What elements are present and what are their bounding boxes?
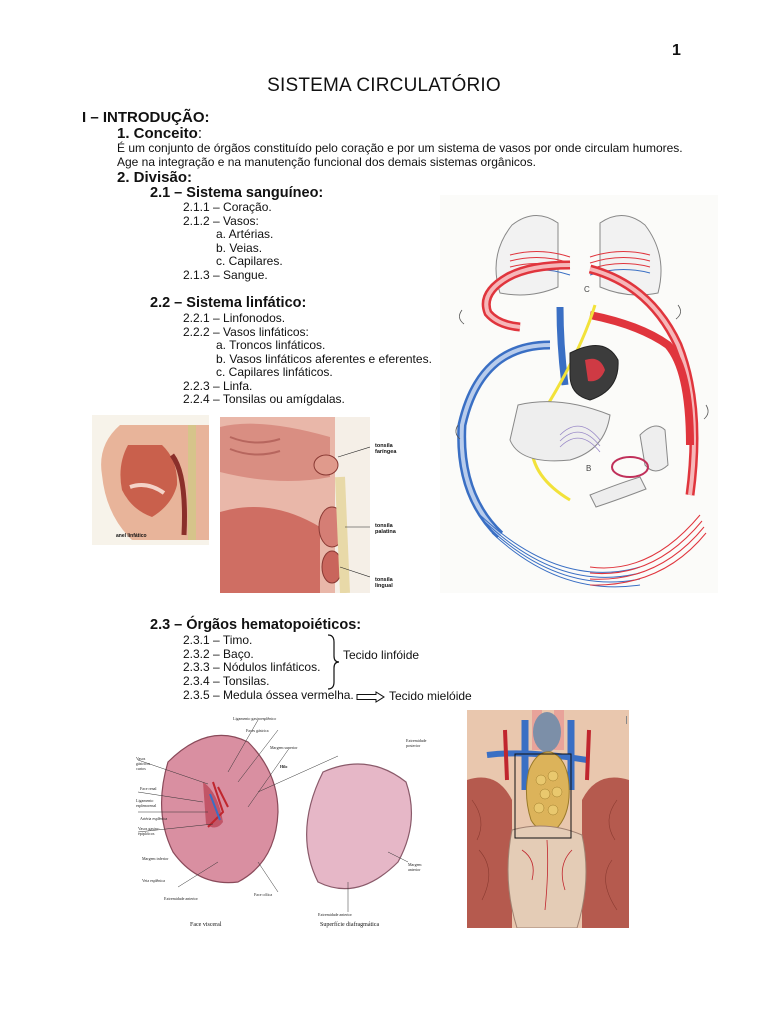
head-section-figure: anel linfático: [92, 415, 209, 545]
concept-paragraph: É um conjunto de órgãos constituído pelo…: [117, 141, 717, 169]
spleen-label: Artéria esplênica: [140, 816, 168, 821]
sanguineo-heading: 2.1 – Sistema sanguíneo:: [150, 185, 324, 201]
circulation-diagram: C B: [440, 195, 718, 593]
tonsils-figure: [220, 417, 370, 593]
spleen-label: Margem anterior: [408, 862, 422, 872]
concept-heading-text: 1. Conceito: [117, 125, 198, 142]
sanguineo-item: 2.1.3 – Sangue.: [183, 268, 268, 282]
spleen-figure: Ligamento gastroesplênico Faces gástrica…: [128, 712, 430, 934]
label-palatina-1: tonsila: [375, 523, 393, 529]
right-arrow-icon: [356, 691, 385, 703]
spleen-label: Face renal: [140, 786, 157, 791]
intro-heading: I – INTRODUÇÃO:: [82, 109, 210, 126]
hemato-item: 2.3.1 – Timo.: [183, 633, 253, 647]
label-lingual-1: tonsila: [375, 577, 393, 583]
circulation-svg: C B: [455, 215, 709, 588]
sanguineo-item: a. Artérias.: [216, 227, 274, 241]
sanguineo-item: 2.1.2 – Vasos:: [183, 214, 259, 228]
spleen-caption-left: Face visceral: [190, 922, 222, 928]
spleen-label: Extremidade anterior: [164, 896, 198, 901]
sanguineo-item: 2.1.1 – Coração.: [183, 200, 272, 214]
linfatico-item: 2.2.2 – Vasos linfáticos:: [183, 325, 309, 339]
spleen-label: Extremidade posterior: [406, 738, 427, 748]
linfatico-item: a. Troncos linfáticos.: [216, 338, 326, 352]
spleen-label: Veia esplênica: [142, 878, 165, 883]
figure-tick: [626, 716, 627, 724]
spleen-label: Margem inferior: [142, 856, 169, 861]
linfatico-item: 2.2.3 – Linfa.: [183, 379, 253, 393]
page-number: 1: [672, 42, 681, 59]
head-section-svg: [101, 425, 209, 540]
label-lingual-2: lingual: [375, 583, 393, 589]
concept-line-1: É um conjunto de órgãos constituído pelo…: [117, 141, 683, 155]
linfatico-item: c. Capilares linfáticos.: [216, 365, 333, 379]
hemato-heading: 2.3 – Órgãos hematopoiéticos:: [150, 617, 362, 633]
spleen-label: Hilo: [280, 764, 288, 769]
thymus-svg: [467, 710, 629, 928]
spleen-label: Ligamento esplenorenal: [136, 798, 157, 808]
tecido-linfoide-label: Tecido linfóide: [343, 648, 420, 662]
spleen-label: Extremidade anterior: [318, 912, 352, 917]
label-palatina-2: palatina: [375, 529, 396, 535]
label-anel-linfatico: anel linfático: [116, 533, 147, 539]
hemato-item: 2.3.4 – Tonsilas.: [183, 674, 270, 688]
thymus-figure: [467, 710, 629, 928]
hemato-item: 2.3.5 – Medula óssea vermelha.: [183, 688, 354, 702]
tonsils-svg: [220, 417, 370, 593]
page-title: SISTEMA CIRCULATÓRIO: [267, 75, 501, 96]
linfatico-item: 2.2.1 – Linfonodos.: [183, 311, 286, 325]
linfatico-heading: 2.2 – Sistema linfático:: [150, 295, 307, 311]
spleen-label: Face cólica: [254, 892, 273, 897]
spleen-label: Vasos gástricos curtos: [136, 756, 151, 771]
spleen-labels: Ligamento gastroesplênico Faces gástrica…: [128, 712, 430, 934]
curly-brace: [327, 634, 340, 690]
label-faringea-1: tonsila: [375, 443, 393, 449]
linfatico-item: 2.2.4 – Tonsilas ou amígdalas.: [183, 392, 345, 406]
sanguineo-item: b. Veias.: [216, 241, 263, 255]
spleen-caption-right: Superfície diafragmática: [320, 922, 380, 928]
spleen-svg: [137, 719, 413, 912]
sanguineo-item: c. Capilares.: [216, 254, 283, 268]
concept-line-2: Age na integração e na manutenção funcio…: [117, 155, 536, 169]
label-tonsila-palatina: tonsila palatina: [375, 523, 396, 535]
label-faringea-2: faríngea: [375, 449, 397, 455]
label-b: B: [586, 464, 591, 473]
label-c: C: [584, 285, 590, 294]
spleen-label: Faces gástrica: [246, 728, 269, 733]
spleen-label: Margem superior: [270, 745, 298, 750]
concept-colon: :: [197, 125, 203, 142]
spleen-label: Ligamento gastroesplênico: [233, 716, 277, 721]
concept-heading: 1. Conceito:: [117, 125, 202, 142]
spleen-label: Vasos gastro-epiplóicos: [138, 826, 160, 836]
label-tonsila-faringea: tonsila faríngea: [375, 443, 396, 455]
division-heading: 2. Divisão:: [117, 169, 193, 186]
tecido-mieloide-label: Tecido mielóide: [389, 689, 472, 703]
label-tonsila-lingual: tonsila lingual: [375, 577, 393, 589]
hemato-item: 2.3.3 – Nódulos linfáticos.: [183, 660, 321, 674]
hemato-item: 2.3.2 – Baço.: [183, 647, 254, 661]
linfatico-item: b. Vasos linfáticos aferentes e eferente…: [216, 352, 432, 366]
